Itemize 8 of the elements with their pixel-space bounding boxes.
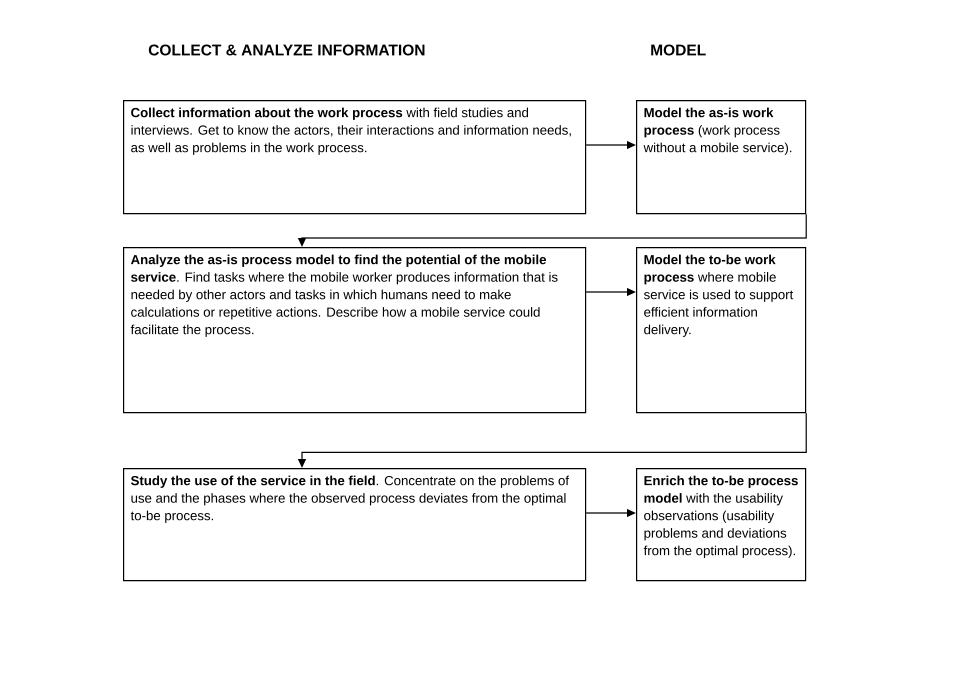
process-box: Enrich the to-be process model with the usability observations (usability problems and deviations from the optimal process). [636,468,806,582]
column-heading: COLLECT & ANALYZE INFORMATION [148,44,424,56]
process-box: Analyze the as-is process model to find the potential of the mobile service. Find tasks where the mobile worker produces information that is needed by other actors and tasks in which humans need to make calculations or repetitive actions. Describe how a mobile service could facilitate the process. [123,247,586,414]
process-box: Collect information about the work process with field studies and interviews. Get to know the actors, their interactions and information needs, as well as problems in the work process. [123,100,586,214]
process-box: Study the use of the service in the field. Concentrate on the problems of use and the phases where the observed process deviates from the optimal to-be process. [123,468,586,582]
process-box: Model the to-be work process where mobile service is used to support efficient information delivery. [636,247,806,414]
process-box: Model the as-is work process (work process without a mobile service). [636,100,806,214]
column-heading: MODEL [651,44,706,56]
